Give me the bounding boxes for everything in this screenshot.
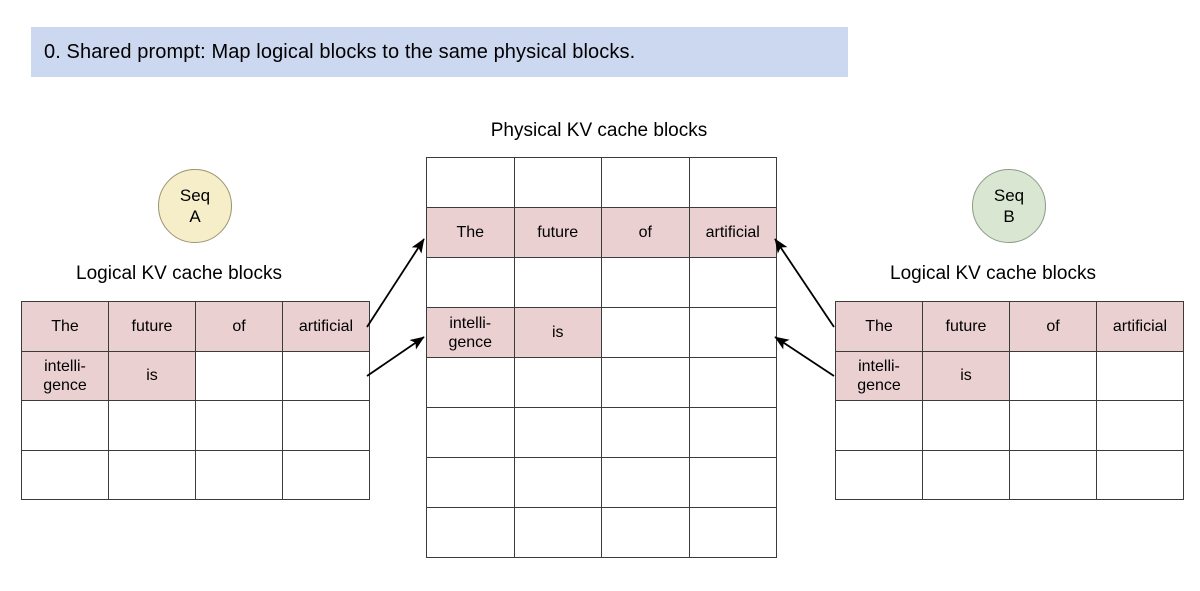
kv-cell-empty (426, 257, 515, 308)
kv-cell-empty (688, 457, 777, 508)
kv-cell-empty (688, 307, 777, 358)
physical-table-title: Physical KV cache blocks (490, 120, 708, 141)
kv-cell-empty (601, 457, 690, 508)
kv-cell-empty (601, 257, 690, 308)
kv-cell-filled: artificial (688, 207, 777, 258)
kv-cell-filled: future (108, 301, 196, 352)
kv-table-row (426, 157, 777, 208)
kv-cell-empty (282, 350, 370, 401)
kv-cell-empty (688, 157, 777, 208)
seq-b-badge: Seq B (972, 169, 1046, 243)
kv-cell-empty (282, 449, 370, 500)
kv-cell-empty (835, 449, 923, 500)
kv-cell-filled: The (835, 301, 923, 352)
kv-cell-filled: intelli-gence (426, 307, 515, 358)
kv-cell-empty (426, 457, 515, 508)
kv-cell-empty (513, 407, 602, 458)
kv-cell-filled: The (426, 207, 515, 258)
kv-cell-filled: future (922, 301, 1010, 352)
kv-cell-empty (513, 357, 602, 408)
kv-cell-empty (426, 507, 515, 558)
kv-cell-empty (688, 357, 777, 408)
kv-cell-filled: is (108, 350, 196, 401)
kv-cell-empty (1009, 400, 1097, 451)
kv-cell-empty (688, 407, 777, 458)
kv-cell-empty (1009, 350, 1097, 401)
kv-cell-filled: future (513, 207, 602, 258)
prompt-banner-text: 0. Shared prompt: Map logical blocks to … (44, 41, 636, 63)
seq-a-badge: Seq A (158, 169, 232, 243)
kv-cell-empty (922, 400, 1010, 451)
kv-cell-empty (922, 449, 1010, 500)
kv-cell-empty (426, 357, 515, 408)
kv-cell-empty (1096, 449, 1184, 500)
kv-cell-empty (601, 307, 690, 358)
prompt-banner: 0. Shared prompt: Map logical blocks to … (31, 27, 848, 77)
kv-cell-filled: artificial (282, 301, 370, 352)
kv-cell-empty (601, 407, 690, 458)
kv-cell-empty (195, 400, 283, 451)
logical-table-a-title: Logical KV cache blocks (76, 263, 282, 284)
kv-cell-empty (108, 400, 196, 451)
kv-cell-empty (1096, 400, 1184, 451)
kv-table-row (21, 400, 370, 451)
kv-cell-filled: artificial (1096, 301, 1184, 352)
kv-cell-filled: of (601, 207, 690, 258)
kv-table-row (21, 449, 370, 500)
kv-cell-empty (601, 357, 690, 408)
kv-cell-empty (688, 507, 777, 558)
kv-cell-empty (601, 507, 690, 558)
kv-table-row (426, 357, 777, 408)
kv-cell-filled: intelli-gence (835, 350, 923, 401)
seq-b-label-line1: Seq (993, 186, 1025, 205)
kv-table-row (835, 449, 1184, 500)
kv-cell-filled: The (21, 301, 109, 352)
kv-cell-filled: intelli-gence (21, 350, 109, 401)
arrow-b-row2-to-physical-row4 (774, 336, 835, 377)
kv-cell-empty (426, 157, 515, 208)
kv-cell-empty (688, 257, 777, 308)
kv-cell-empty (835, 400, 923, 451)
arrow-a-row1-to-physical-row2 (366, 238, 425, 328)
kv-cell-empty (1096, 350, 1184, 401)
kv-cell-filled: of (195, 301, 283, 352)
arrow-a-row2-to-physical-row4 (366, 336, 425, 377)
kv-cell-empty (21, 449, 109, 500)
logical-table-b-title: Logical KV cache blocks (890, 263, 1096, 284)
kv-cell-empty (601, 157, 690, 208)
seq-a-label-line2: A (189, 207, 201, 226)
kv-cell-empty (1009, 449, 1097, 500)
kv-table-row (426, 257, 777, 308)
kv-table-row (426, 507, 777, 558)
kv-cell-empty (108, 449, 196, 500)
kv-table-row (835, 400, 1184, 451)
kv-table-row (426, 457, 777, 508)
kv-cell-empty (513, 257, 602, 308)
seq-a-label-line1: Seq (179, 186, 211, 205)
kv-cell-empty (195, 350, 283, 401)
kv-cell-empty (426, 407, 515, 458)
kv-cell-empty (282, 400, 370, 451)
kv-table-row (426, 407, 777, 458)
seq-b-label-line2: B (1003, 207, 1015, 226)
kv-cell-filled: of (1009, 301, 1097, 352)
kv-cell-empty (513, 157, 602, 208)
kv-cell-empty (195, 449, 283, 500)
kv-cell-filled: is (922, 350, 1010, 401)
kv-cell-empty (513, 507, 602, 558)
kv-cell-filled: is (513, 307, 602, 358)
kv-cell-empty (513, 457, 602, 508)
kv-cell-empty (21, 400, 109, 451)
